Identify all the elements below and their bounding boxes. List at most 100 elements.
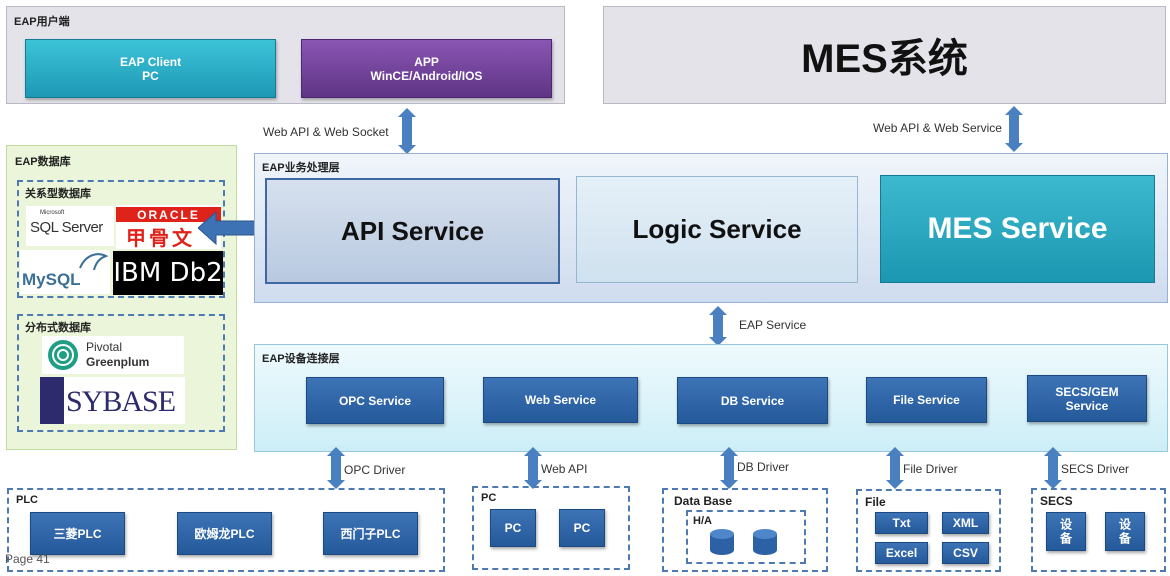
pc-group: PC xyxy=(472,486,630,570)
secs-device-label: 设备 xyxy=(1058,517,1073,546)
eap-client-label: EAP Client xyxy=(119,54,182,69)
sqlserver-label: SQL Server xyxy=(30,219,103,236)
plc-device-label: 西门子PLC xyxy=(340,527,401,541)
distributed-db-group: 分布式数据库 xyxy=(17,314,225,432)
ha-group: H/A xyxy=(686,510,806,564)
plc-group-title: PLC xyxy=(16,494,38,506)
file-type-label: CSV xyxy=(953,546,978,560)
eap-client-section-title: EAP用户端 xyxy=(14,16,70,28)
eap-client-platform: PC xyxy=(142,68,159,83)
database-cylinder-icon xyxy=(753,529,777,555)
db-service-button[interactable]: DB Service xyxy=(677,377,828,424)
file-type-xml[interactable]: XML xyxy=(942,512,989,534)
client-link-arrow xyxy=(398,108,416,154)
eap-client-box[interactable]: EAP Client PC xyxy=(25,39,276,98)
plc-device-label: 三菱PLC xyxy=(53,527,102,541)
oracle-label: ORACLE xyxy=(137,207,200,222)
plc-group: PLC xyxy=(7,488,445,572)
secs-gem-service-button[interactable]: SECS/GEM Service xyxy=(1027,375,1147,422)
sqlserver-small-label: Microsoft xyxy=(40,210,65,216)
file-service-label: File Service xyxy=(893,393,960,407)
sqlserver-logo: Microsoft SQL Server xyxy=(26,206,114,246)
secs-driver-arrow xyxy=(1044,447,1062,489)
file-type-txt[interactable]: Txt xyxy=(875,512,928,534)
app-label: APP xyxy=(414,54,439,69)
sybase-logo: SYBASE xyxy=(40,377,185,424)
pivotal-label: Pivotal xyxy=(86,340,123,354)
file-type-excel[interactable]: Excel xyxy=(875,542,928,564)
plc-device[interactable]: 西门子PLC xyxy=(323,512,418,555)
plc-device[interactable]: 欧姆龙PLC xyxy=(177,512,272,555)
mes-system-title: MES系统 xyxy=(801,37,968,81)
client-link-label: Web API & Web Socket xyxy=(263,125,389,139)
api-service-box[interactable]: API Service xyxy=(265,178,560,284)
page-number: Page 41 xyxy=(5,552,50,566)
app-box[interactable]: APP WinCE/Android/IOS xyxy=(301,39,552,98)
secs-driver-label: SECS Driver xyxy=(1061,462,1130,476)
file-driver-arrow xyxy=(886,447,904,489)
ha-title: H/A xyxy=(693,515,712,527)
device-layer-title: EAP设备连接层 xyxy=(262,353,340,365)
opc-driver-arrow xyxy=(327,447,345,489)
secs-service-label: Service xyxy=(1065,398,1109,413)
logic-service-box[interactable]: Logic Service xyxy=(576,176,858,283)
secs-device-label: 设备 xyxy=(1117,517,1132,546)
relational-db-group: 关系型数据库 xyxy=(17,180,225,298)
mes-service-label: MES Service xyxy=(927,212,1108,245)
api-service-label: API Service xyxy=(340,215,485,246)
file-type-label: XML xyxy=(952,516,979,530)
file-group-title: File xyxy=(865,495,886,509)
pc-device-label: PC xyxy=(573,521,591,535)
greenplum-icon xyxy=(48,340,78,370)
secs-gem-label: SECS/GEM xyxy=(1055,384,1119,399)
ibm-db2-label: IBM Db2 xyxy=(113,258,223,288)
file-group: File xyxy=(856,489,1001,572)
sybase-mark-icon xyxy=(40,377,64,424)
db-driver-arrow xyxy=(720,447,738,489)
mes-service-box[interactable]: MES Service xyxy=(880,175,1155,283)
pc-device[interactable]: PC xyxy=(559,509,605,547)
plc-device-label: 欧姆龙PLC xyxy=(194,527,255,541)
eap-service-label: EAP Service xyxy=(739,318,807,332)
database-group-title: Data Base xyxy=(674,494,733,508)
logic-service-label: Logic Service xyxy=(632,214,802,244)
file-driver-label: File Driver xyxy=(903,462,958,476)
pc-device-label: PC xyxy=(504,521,522,535)
secs-group: SECS xyxy=(1031,488,1166,572)
opc-service-button[interactable]: OPC Service xyxy=(306,377,444,424)
secs-group-title: SECS xyxy=(1040,494,1073,508)
pc-group-title: PC xyxy=(481,492,497,504)
database-group: Data Base xyxy=(662,488,828,572)
app-platforms: WinCE/Android/IOS xyxy=(370,68,483,83)
dolphin-icon xyxy=(79,253,108,271)
file-type-csv[interactable]: CSV xyxy=(942,542,989,564)
mes-link-label: Web API & Web Service xyxy=(873,121,1002,135)
eap-database-title: EAP数据库 xyxy=(15,156,71,168)
secs-device[interactable]: 设备 xyxy=(1105,512,1145,551)
distributed-db-title: 分布式数据库 xyxy=(25,322,91,334)
ibm-db2-logo: IBM Db2 xyxy=(113,251,223,295)
business-layer-title: EAP业务处理层 xyxy=(262,162,340,174)
web-api-label: Web API xyxy=(541,462,588,476)
web-service-label: Web Service xyxy=(524,393,597,407)
mysql-logo: MySQL xyxy=(20,250,110,294)
web-api-arrow xyxy=(524,447,542,489)
opc-service-label: OPC Service xyxy=(338,393,412,408)
mes-link-arrow xyxy=(1005,106,1023,152)
file-service-button[interactable]: File Service xyxy=(866,377,987,423)
secs-device[interactable]: 设备 xyxy=(1046,512,1086,551)
database-cylinder-icon xyxy=(710,529,734,555)
plc-device[interactable]: 三菱PLC xyxy=(30,512,125,555)
oracle-cn-label: 甲骨文 xyxy=(126,228,195,250)
db-service-label: DB Service xyxy=(720,393,785,408)
greenplum-label: Greenplum xyxy=(86,355,150,369)
pc-device[interactable]: PC xyxy=(490,509,536,547)
mes-system-box: MES系统 xyxy=(603,6,1166,104)
sybase-label: SYBASE xyxy=(66,385,176,418)
web-service-button[interactable]: Web Service xyxy=(483,377,638,423)
mysql-label: MySQL xyxy=(22,270,81,289)
db-driver-label: DB Driver xyxy=(737,460,790,474)
greenplum-logo: Pivotal Greenplum xyxy=(42,336,184,374)
eap-service-arrow xyxy=(709,306,727,346)
opc-driver-label: OPC Driver xyxy=(344,463,406,477)
